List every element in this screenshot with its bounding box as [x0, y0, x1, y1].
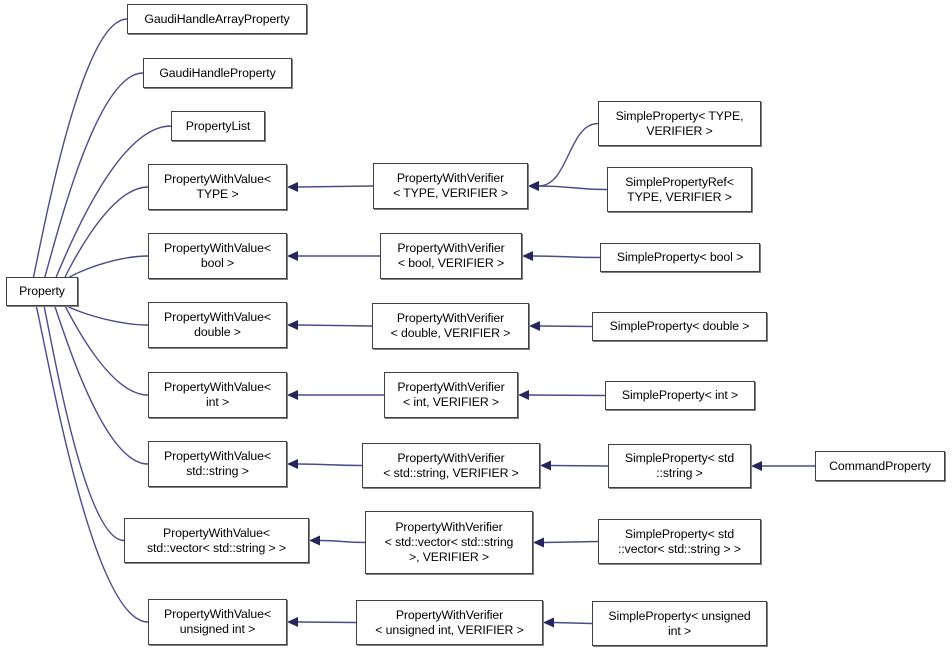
class-node-gaudi-handle-property[interactable]: GaudiHandleProperty — [143, 58, 292, 88]
class-node-property-with-verifier-type[interactable]: PropertyWithVerifier < TYPE, VERIFIER > — [373, 163, 528, 209]
class-node-label: SimpleProperty< double > — [609, 319, 750, 333]
class-node-label: GaudiHandleArrayProperty — [144, 11, 290, 26]
class-node-property-with-verifier-bool[interactable]: PropertyWithVerifier < bool, VERIFIER > — [380, 233, 522, 279]
class-node-property-with-value-type[interactable]: PropertyWithValue< TYPE > — [148, 164, 287, 210]
class-node-label: PropertyWithVerifier < int, VERIFIER > — [397, 380, 505, 409]
arrowhead-property-with-verifier-int-to-property-with-value-int — [287, 390, 298, 400]
class-node-label: PropertyWithValue< std::string > — [164, 449, 271, 478]
class-node-simple-property-unsigned-int[interactable]: SimpleProperty< unsigned int > — [592, 601, 767, 646]
edge-simple-property-type-verifier-to-property-with-verifier-type — [538, 122, 599, 187]
class-node-label: PropertyWithValue< double > — [164, 310, 271, 339]
class-node-label: SimpleProperty< std ::vector< std::strin… — [618, 526, 741, 556]
arrowhead-property-with-verifier-vector-string-to-property-with-value-vector-string — [309, 535, 320, 546]
edge-simple-property-string-to-property-with-verifier-string — [550, 464, 609, 467]
class-node-property-with-verifier-unsigned-int[interactable]: PropertyWithVerifier < unsigned int, VER… — [356, 600, 543, 645]
class-node-simple-property-type-verifier[interactable]: SimpleProperty< TYPE, VERIFIER > — [598, 101, 761, 146]
class-node-label: PropertyWithVerifier < bool, VERIFIER > — [397, 241, 505, 270]
class-node-property-with-value-int[interactable]: PropertyWithValue< int > — [148, 372, 287, 418]
edge-simple-property-bool-to-property-with-verifier-bool — [532, 255, 601, 259]
arrowhead-property-with-verifier-unsigned-int-to-property-with-value-unsigned-int — [287, 617, 298, 627]
class-node-label: SimplePropertyRef< TYPE, VERIFIER > — [625, 174, 734, 204]
arrowhead-simple-property-bool-to-property-with-verifier-bool — [522, 251, 533, 261]
edge-property-with-verifier-string-to-property-with-value-string — [297, 463, 363, 467]
class-node-label: PropertyWithVerifier < unsigned int, VER… — [375, 607, 524, 637]
class-node-gaudi-handle-array-property[interactable]: GaudiHandleArrayProperty — [127, 4, 307, 34]
class-node-label: PropertyWithValue< int > — [164, 380, 271, 409]
arrowhead-simple-property-type-verifier-to-property-with-verifier-type — [528, 181, 539, 191]
edge-simple-property-unsigned-int-to-property-with-verifier-unsigned-int — [553, 621, 593, 625]
class-node-property-with-verifier-double[interactable]: PropertyWithVerifier < double, VERIFIER … — [372, 303, 529, 349]
edge-simple-property-int-to-property-with-verifier-int — [528, 394, 606, 397]
class-node-label: PropertyWithVerifier < std::string, VERI… — [383, 450, 519, 480]
class-node-label: CommandProperty — [829, 458, 931, 473]
class-node-label: PropertyWithVerifier < std::vector< std:… — [384, 520, 514, 564]
class-node-label: SimpleProperty< std ::string > — [624, 451, 735, 480]
class-node-label: PropertyWithValue< TYPE > — [164, 172, 271, 201]
class-node-simple-property-vector-string[interactable]: SimpleProperty< std ::vector< std::strin… — [598, 519, 761, 564]
edge-simple-property-double-to-property-with-verifier-double — [539, 325, 593, 328]
edge-property-with-verifier-vector-string-to-property-with-value-vector-string — [319, 539, 366, 544]
arrowhead-command-property-to-simple-property-string — [751, 461, 762, 471]
arrowhead-simple-property-double-to-property-with-verifier-double — [529, 321, 540, 331]
class-node-simple-property-string[interactable]: SimpleProperty< std ::string > — [608, 444, 751, 488]
arrowhead-simple-property-string-to-property-with-verifier-string — [540, 460, 551, 471]
arrowhead-property-with-verifier-double-to-property-with-value-double — [287, 320, 298, 330]
class-node-property[interactable]: Property — [6, 277, 78, 306]
class-node-simple-property-ref-type-verifier[interactable]: SimplePropertyRef< TYPE, VERIFIER > — [607, 167, 752, 212]
arrowhead-property-with-verifier-bool-to-property-with-value-bool — [287, 251, 298, 261]
class-node-label: SimpleProperty< bool > — [616, 250, 744, 264]
class-node-label: SimpleProperty< unsigned int > — [608, 608, 751, 638]
class-node-label: GaudiHandleProperty — [159, 65, 276, 80]
class-node-label: PropertyWithVerifier < double, VERIFIER … — [390, 311, 511, 340]
class-node-property-with-verifier-string[interactable]: PropertyWithVerifier < std::string, VERI… — [362, 443, 540, 488]
arrowhead-property-with-verifier-string-to-property-with-value-string — [287, 459, 298, 469]
class-node-command-property[interactable]: CommandProperty — [815, 451, 945, 481]
class-node-property-list[interactable]: PropertyList — [171, 111, 265, 141]
arrowhead-simple-property-ref-type-verifier-to-property-with-verifier-type — [528, 181, 539, 191]
edge-property-with-value-int-to-property — [57, 291, 149, 396]
class-node-property-with-verifier-int[interactable]: PropertyWithVerifier < int, VERIFIER > — [384, 372, 518, 418]
class-node-property-with-value-string[interactable]: PropertyWithValue< std::string > — [148, 441, 287, 487]
class-node-property-with-value-bool[interactable]: PropertyWithValue< bool > — [148, 233, 287, 279]
class-node-simple-property-int[interactable]: SimpleProperty< int > — [605, 381, 755, 410]
edge-property-with-value-vector-string-to-property — [39, 292, 125, 542]
edge-simple-property-ref-type-verifier-to-property-with-verifier-type — [538, 185, 608, 191]
class-node-label: PropertyWithValue< std::vector< std::str… — [146, 525, 287, 555]
class-node-simple-property-bool[interactable]: SimpleProperty< bool > — [600, 243, 760, 272]
class-node-property-with-value-double[interactable]: PropertyWithValue< double > — [148, 302, 287, 348]
class-node-label: SimpleProperty< TYPE, VERIFIER > — [615, 108, 744, 138]
class-node-label: PropertyList — [185, 118, 251, 133]
edge-property-with-value-type-to-property — [58, 186, 149, 291]
edge-property-with-verifier-unsigned-int-to-property-with-value-unsigned-int — [297, 621, 357, 624]
class-node-label: SimpleProperty< int > — [621, 388, 739, 402]
edge-property-with-value-string-to-property — [48, 291, 149, 465]
arrowhead-simple-property-int-to-property-with-verifier-int — [518, 390, 529, 400]
class-node-label: PropertyWithValue< unsigned int > — [164, 607, 271, 636]
edge-gaudi-handle-property-to-property — [39, 72, 144, 291]
class-node-label: PropertyWithValue< bool > — [164, 241, 271, 270]
class-node-property-with-value-unsigned-int[interactable]: PropertyWithValue< unsigned int > — [148, 599, 287, 645]
class-node-label: Property — [19, 284, 65, 298]
class-node-label: PropertyWithVerifier < TYPE, VERIFIER > — [393, 171, 508, 200]
arrowhead-property-with-verifier-type-to-property-with-value-type — [287, 182, 298, 192]
edge-gaudi-handle-array-property-to-property — [29, 18, 128, 291]
class-node-property-with-value-vector-string[interactable]: PropertyWithValue< std::vector< std::str… — [124, 518, 309, 563]
class-node-simple-property-double[interactable]: SimpleProperty< double > — [592, 312, 767, 341]
edge-property-with-value-unsigned-int-to-property — [31, 293, 149, 623]
arrowhead-simple-property-unsigned-int-to-property-with-verifier-unsigned-int — [543, 617, 554, 628]
edge-simple-property-vector-string-to-property-with-verifier-vector-string — [543, 540, 599, 544]
arrowhead-simple-property-vector-string-to-property-with-verifier-vector-string — [533, 537, 544, 548]
edge-property-with-verifier-double-to-property-with-value-double — [297, 324, 373, 327]
class-node-property-with-verifier-vector-string[interactable]: PropertyWithVerifier < std::vector< std:… — [365, 511, 533, 574]
edge-property-with-verifier-type-to-property-with-value-type — [297, 185, 374, 188]
